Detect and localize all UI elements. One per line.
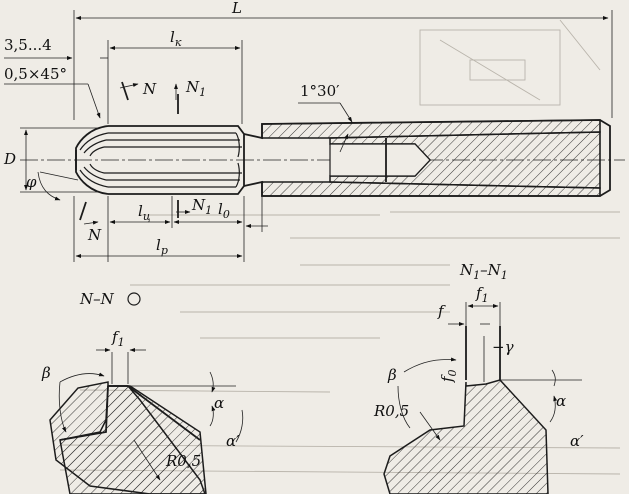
- label-alpha-prime-left: α′: [226, 432, 240, 450]
- label-L: L: [231, 0, 242, 17]
- label-radius-left: R0,5: [165, 452, 201, 470]
- label-f1-right: f1: [475, 284, 489, 305]
- label-N-bottom: N: [87, 226, 102, 244]
- label-phi: φ: [26, 173, 37, 191]
- label-N1-top: N1: [185, 78, 206, 99]
- label-beta-left: β: [41, 364, 51, 382]
- section-view-symbol: [127, 292, 141, 306]
- reamer-main-view: L lк 3,5...4 0,5×45° N N1 1°30′ D φ: [3, 0, 625, 262]
- label-N-top: N: [142, 80, 157, 98]
- label-taper: 1°30′: [300, 82, 340, 100]
- section-left-tooth: [59, 385, 207, 494]
- title-section-N-N: N–N: [79, 290, 115, 308]
- label-l0: l0: [218, 200, 230, 221]
- label-lp: lр: [156, 236, 168, 257]
- label-f-right: f: [437, 302, 446, 320]
- label-chamfer: 0,5×45°: [4, 65, 67, 83]
- label-beta-right: β: [387, 366, 397, 384]
- label-f0-right: f0: [438, 369, 459, 383]
- label-lc: lц: [138, 202, 151, 223]
- label-radius-right: R0,5: [373, 402, 409, 420]
- section-N1-N1: N1–N1 f1 f −γ f0 β α α′ R0,5: [373, 261, 584, 494]
- label-alpha-prime-right: α′: [570, 432, 584, 450]
- section-N-N: N–N f1 β α α′ R0,5: [41, 290, 244, 494]
- label-gamma-right: −γ: [492, 338, 514, 356]
- title-section-N1-N1: N1–N1: [459, 261, 508, 282]
- label-lk: lк: [170, 28, 182, 49]
- label-f1-left: f1: [111, 328, 125, 349]
- label-N1-bottom: N1: [191, 196, 212, 217]
- label-alpha-left: α: [214, 394, 224, 412]
- label-alpha-right: α: [556, 392, 566, 410]
- section-right-tooth: [383, 379, 549, 494]
- flutes: [79, 132, 242, 188]
- label-chamfer-length: 3,5...4: [4, 36, 52, 54]
- working-part-outline: [108, 125, 245, 195]
- label-D: D: [3, 150, 16, 168]
- shank-section-bottom: [261, 181, 601, 197]
